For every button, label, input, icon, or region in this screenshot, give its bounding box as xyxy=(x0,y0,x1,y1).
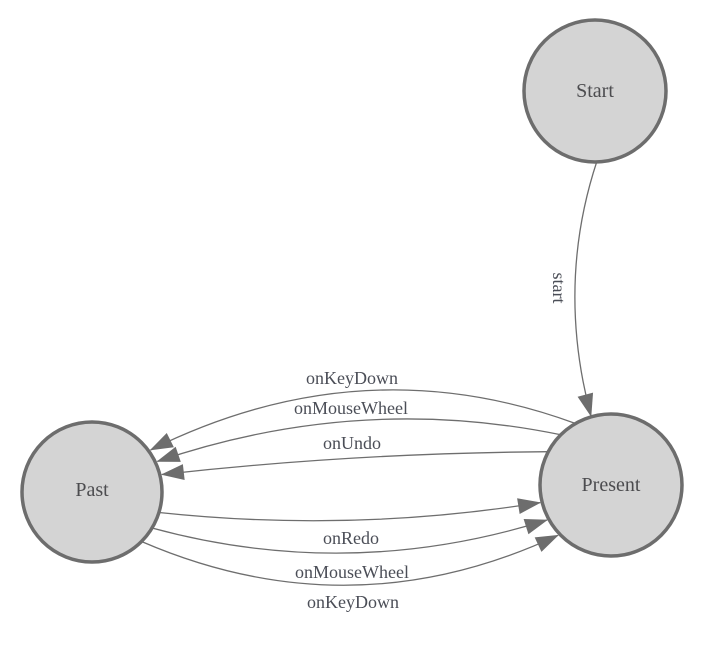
edge-past-to-present-onkeydown[interactable] xyxy=(141,534,559,586)
state-node-present[interactable]: Present xyxy=(538,412,684,558)
edge-present-to-past-onmousewheel[interactable] xyxy=(156,418,561,463)
edge-past-to-present-onmousewheel[interactable] xyxy=(151,518,548,554)
node-label-start: Start xyxy=(576,80,614,102)
edge-layer xyxy=(141,160,598,586)
state-circle-start[interactable] xyxy=(522,18,668,164)
edge-past-to-present-onredo[interactable] xyxy=(158,498,542,522)
state-circle-past[interactable] xyxy=(20,420,164,564)
edge-label-onkeydown-bottom: onKeyDown xyxy=(307,592,399,612)
edge-label-layer: start onKeyDown onMouseWheel onUndo onRe… xyxy=(294,273,569,613)
edge-label-onmousewheel-bottom: onMouseWheel xyxy=(295,562,409,582)
state-node-past[interactable]: Past xyxy=(20,420,164,564)
edge-label-onundo: onUndo xyxy=(323,433,381,453)
edge-present-to-past-onkeydown[interactable] xyxy=(149,389,576,451)
edge-label-onkeydown-top: onKeyDown xyxy=(306,368,398,388)
state-circle-present[interactable] xyxy=(538,412,684,558)
node-label-past: Past xyxy=(75,479,109,501)
edge-start-to-present[interactable] xyxy=(574,160,598,417)
edge-label-onredo: onRedo xyxy=(323,528,379,548)
edge-label-onmousewheel-top: onMouseWheel xyxy=(294,398,408,418)
edge-label-start: start xyxy=(549,273,569,304)
node-label-present: Present xyxy=(582,474,641,496)
node-layer: Start Present Past xyxy=(20,18,684,564)
state-node-start[interactable]: Start xyxy=(522,18,668,164)
edge-present-to-past-onundo[interactable] xyxy=(160,451,549,481)
